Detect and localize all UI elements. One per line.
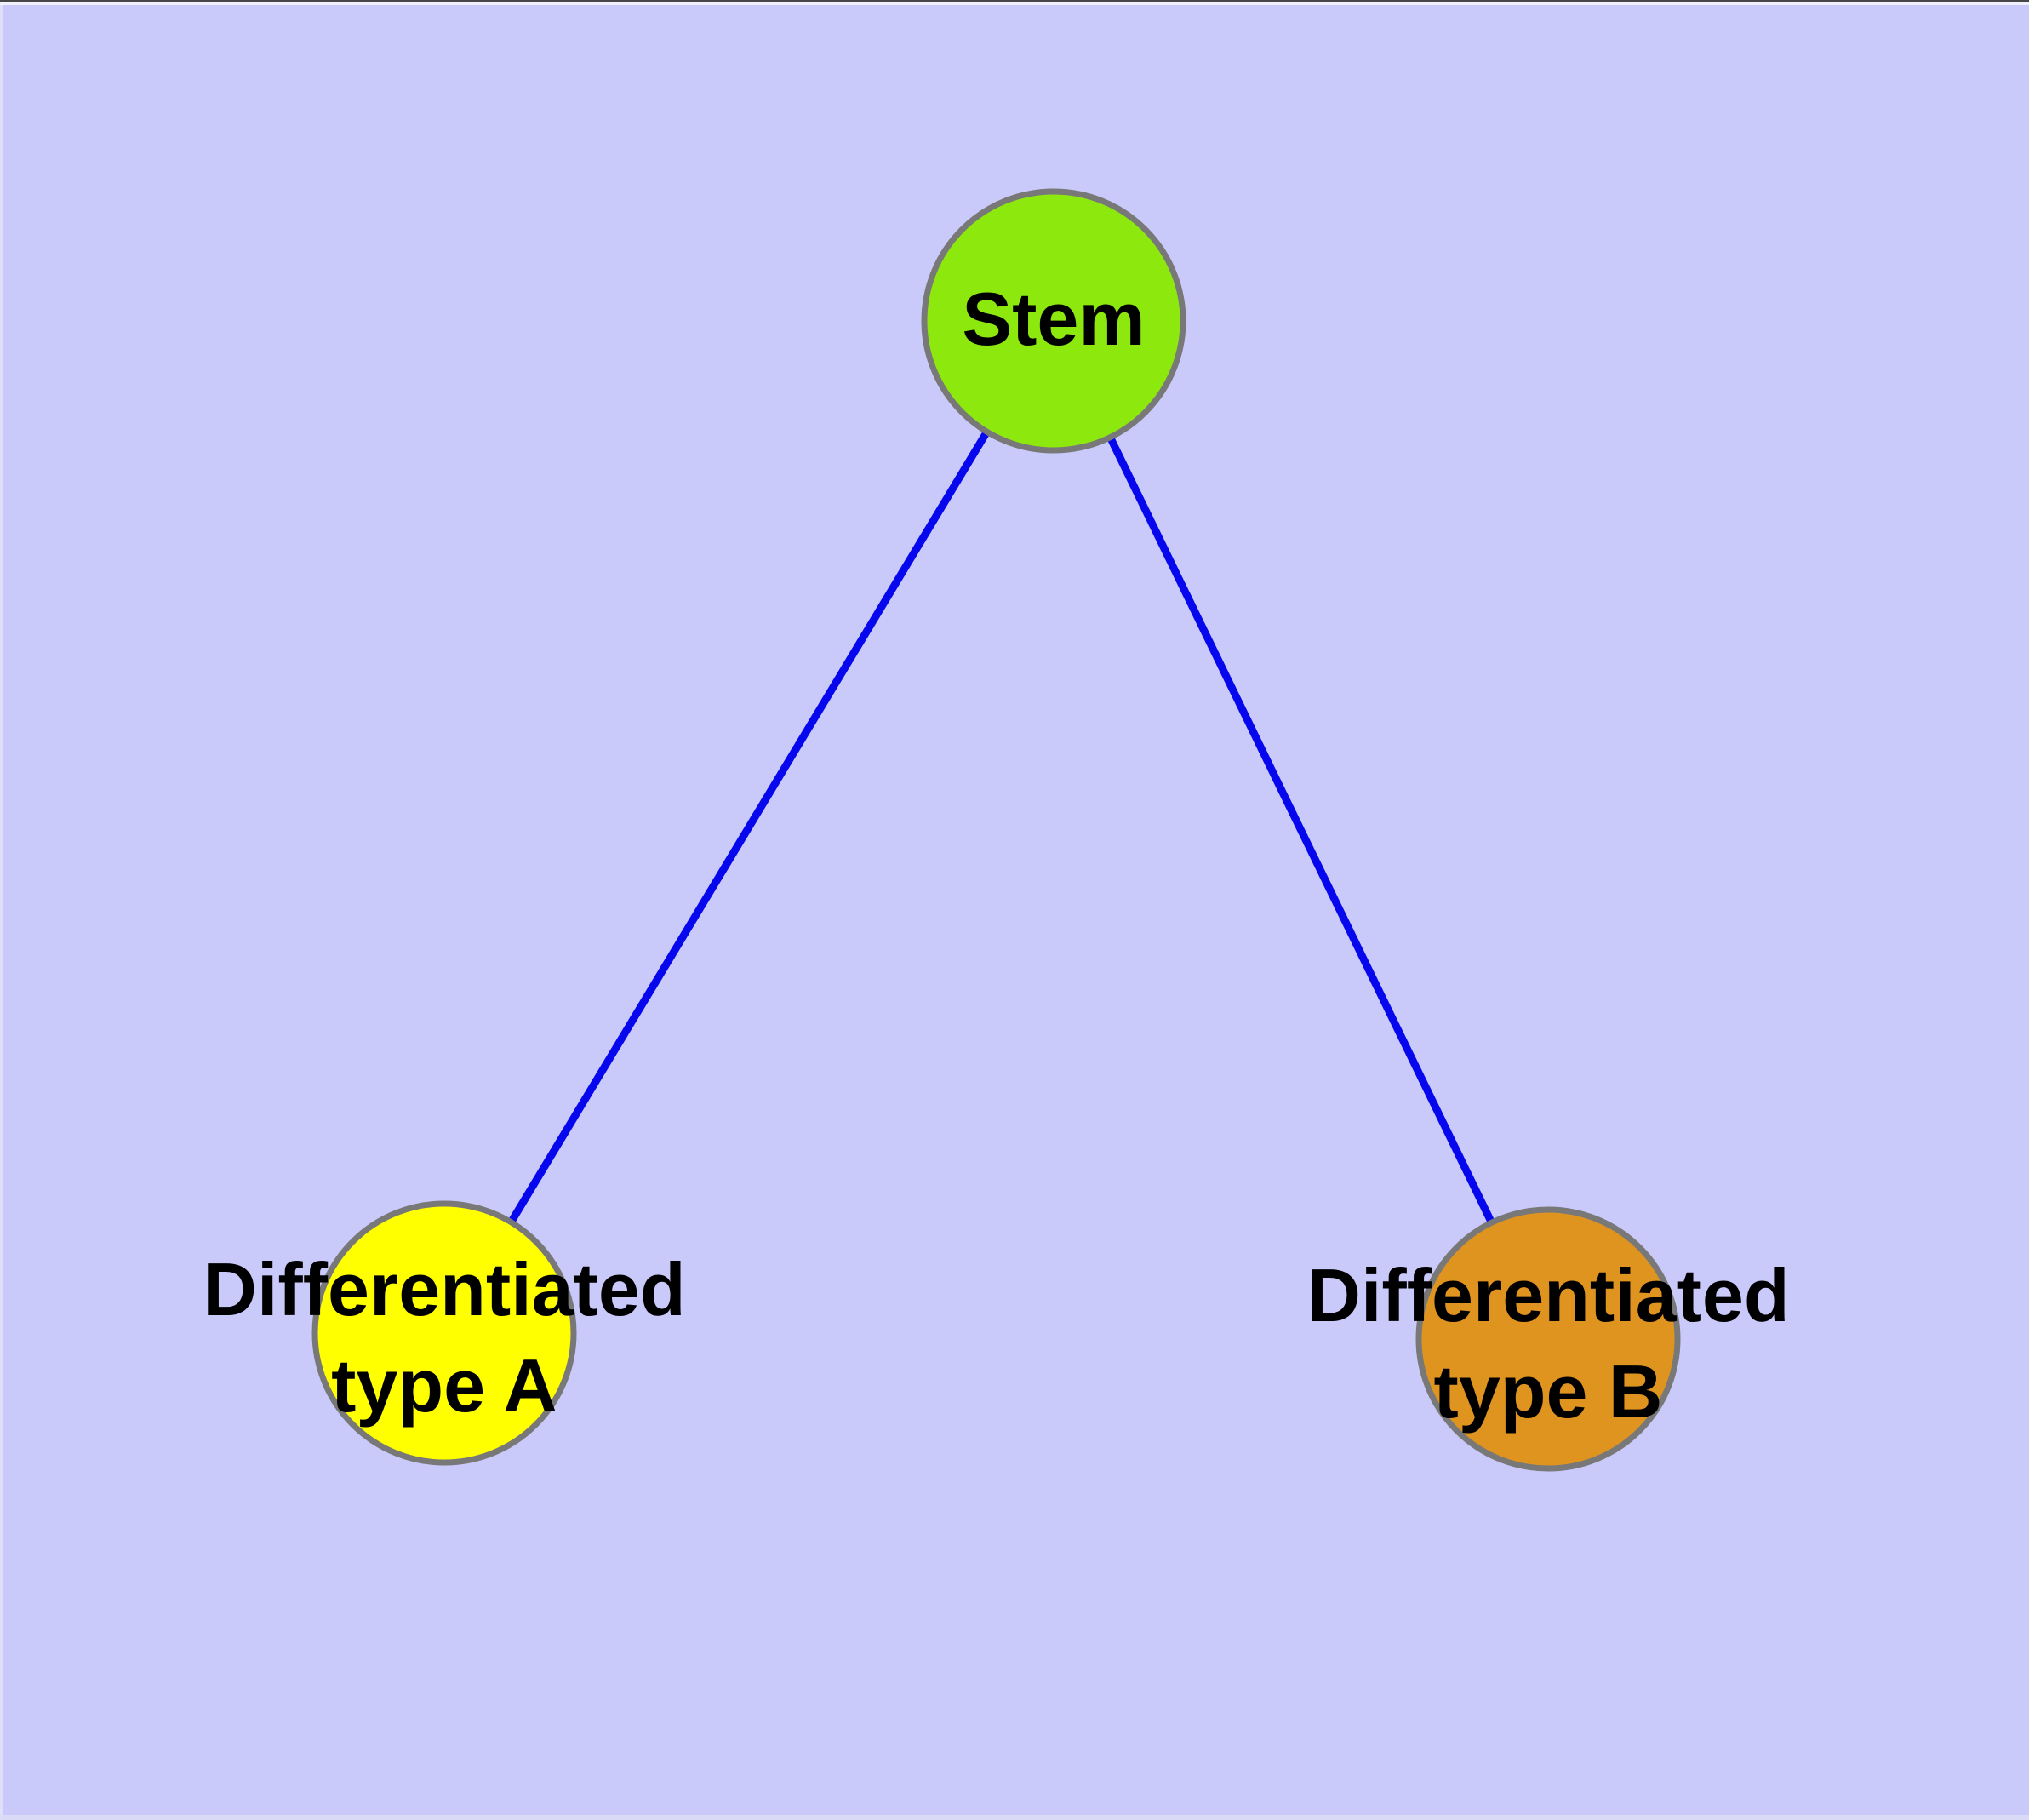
differentiated-type-b-node-circle bbox=[1415, 1206, 1681, 1472]
top-window-highlight-line bbox=[0, 2, 2029, 5]
top-window-edge-line bbox=[0, 0, 2029, 2]
stem-node-label: Stem bbox=[962, 277, 1145, 361]
differentiated-type-b-label-line2: type B bbox=[1434, 1349, 1663, 1434]
edge-stem-to-differentiated-type-a bbox=[441, 318, 1057, 1336]
differentiated-type-a-label-line1: Differentiated bbox=[203, 1247, 685, 1331]
bottom-window-highlight-line bbox=[0, 1815, 2029, 1820]
edge-stem-to-differentiated-type-b bbox=[1049, 319, 1552, 1341]
differentiated-type-a-node-circle bbox=[311, 1200, 577, 1466]
differentiated-type-b-label-line1: Differentiated bbox=[1306, 1253, 1789, 1337]
differentiated-type-a-label-line2: type A bbox=[331, 1343, 557, 1428]
left-window-highlight-line bbox=[0, 5, 3, 1820]
stem-node-circle bbox=[921, 188, 1186, 454]
